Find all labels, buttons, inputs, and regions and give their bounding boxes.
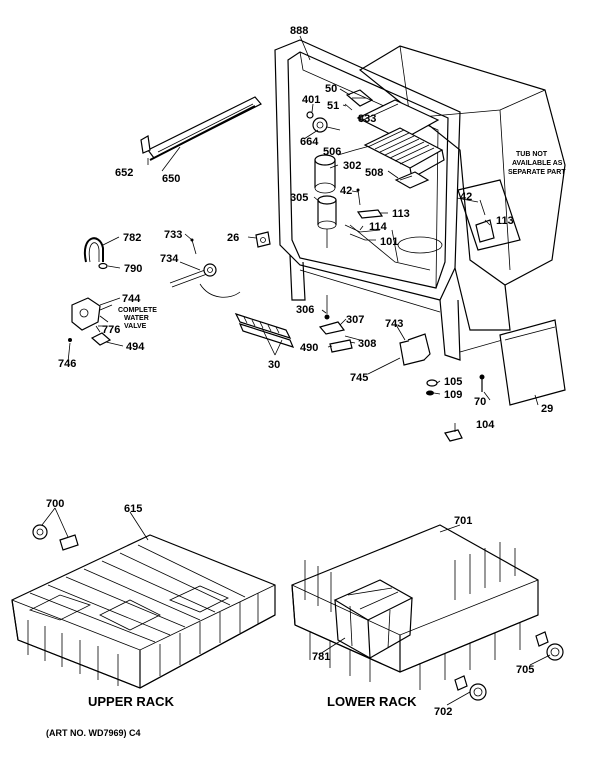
label-790: 790 [124, 263, 142, 275]
label-615: 615 [124, 503, 142, 515]
label-29: 29 [541, 403, 553, 415]
valve-note-line3: VALVE [124, 323, 147, 330]
label-109: 109 [444, 389, 462, 401]
label-105: 105 [444, 376, 462, 388]
label-508: 508 [365, 167, 383, 179]
label-101: 101 [380, 236, 398, 248]
lower-rack [291, 524, 564, 701]
tub-note-line3: SEPARATE PART [508, 169, 566, 176]
label-701: 701 [454, 515, 472, 527]
part-labels: 888 50 51 401 833 664 506 302 508 42 305… [46, 25, 553, 718]
label-506: 506 [323, 146, 341, 158]
label-401: 401 [302, 94, 320, 106]
label-70: 70 [474, 396, 486, 408]
label-490: 490 [300, 342, 318, 354]
leader-lines [41, 35, 551, 706]
lower-rack-caption: LOWER RACK [327, 694, 417, 709]
label-733: 733 [164, 229, 182, 241]
upper-rack [11, 524, 276, 689]
label-705: 705 [516, 664, 534, 676]
label-781: 781 [312, 651, 330, 663]
label-664: 664 [300, 136, 319, 148]
label-494: 494 [126, 341, 145, 353]
label-308: 308 [358, 338, 376, 350]
label-782: 782 [123, 232, 141, 244]
label-26: 26 [227, 232, 239, 244]
label-42a: 42 [340, 185, 352, 197]
lower-middle-parts [318, 295, 566, 442]
label-113b: 113 [496, 215, 514, 227]
label-734: 734 [160, 253, 179, 265]
label-702: 702 [434, 706, 452, 718]
label-50: 50 [325, 83, 337, 95]
label-114: 114 [369, 221, 388, 233]
valve-note-line2: WATER [124, 315, 149, 322]
label-745: 745 [350, 372, 368, 384]
label-51: 51 [327, 100, 339, 112]
valve-note-line1: COMPLETE [118, 307, 157, 314]
label-104: 104 [476, 419, 495, 431]
label-888: 888 [290, 25, 308, 37]
art-number: (ART NO. WD7969) C4 [46, 728, 141, 738]
label-700: 700 [46, 498, 64, 510]
label-306: 306 [296, 304, 314, 316]
label-833: 833 [358, 113, 376, 125]
label-113a: 113 [392, 208, 410, 220]
tub-assembly [274, 39, 566, 361]
label-307: 307 [346, 314, 364, 326]
label-305: 305 [290, 192, 308, 204]
label-652: 652 [115, 167, 133, 179]
label-776: 776 [102, 324, 120, 336]
notes: TUB NOT AVAILABLE AS SEPARATE PART COMPL… [118, 151, 566, 330]
tub-note-line2: AVAILABLE AS [512, 160, 563, 167]
captions: UPPER RACK LOWER RACK (ART NO. WD7969) C… [46, 694, 417, 738]
label-42b: 42 [460, 191, 472, 203]
label-650: 650 [162, 173, 180, 185]
control-parts [306, 89, 495, 248]
label-302: 302 [343, 160, 361, 172]
label-743: 743 [385, 318, 403, 330]
upper-rack-caption: UPPER RACK [88, 694, 175, 709]
label-30: 30 [268, 359, 280, 371]
tub-note-line1: TUB NOT [516, 151, 548, 158]
left-side-parts [68, 96, 295, 348]
label-746: 746 [58, 358, 76, 370]
label-744: 744 [122, 293, 141, 305]
